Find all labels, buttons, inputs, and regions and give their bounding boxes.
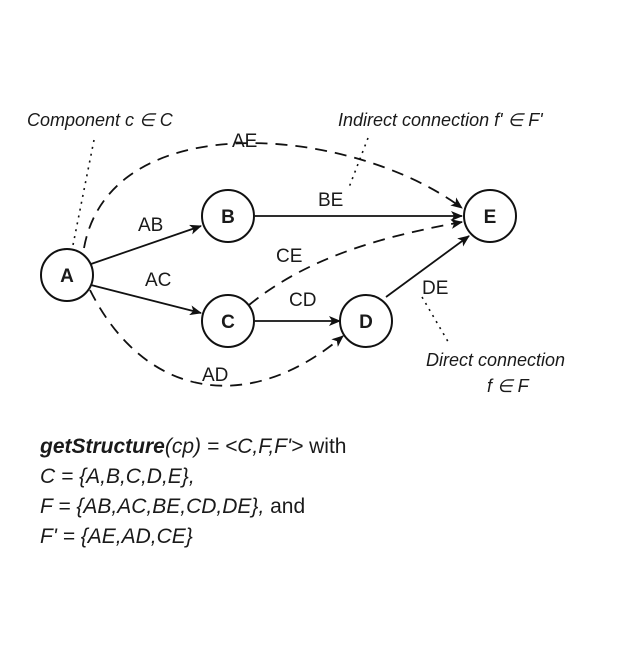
with-word: with (303, 435, 347, 458)
indirect-leader-line (347, 137, 369, 191)
node-a: A (40, 248, 94, 302)
function-name: getStructure (40, 435, 165, 458)
node-b-label: B (221, 207, 235, 228)
edge-ae-label: AE (232, 131, 257, 152)
component-leader-line (72, 139, 95, 246)
component-callout: Component c ∈ C (27, 110, 174, 130)
direct-leader-line (421, 296, 451, 346)
edge-cd-label: CD (289, 290, 316, 311)
indirect-set: F' = {AE,AD,CE} (40, 525, 193, 548)
node-e: E (463, 189, 517, 243)
formula-line-3: F = {AB,AC,BE,CD,DE}, and (40, 492, 600, 522)
direct-set: F = {AB,AC,BE,CD,DE}, (40, 495, 265, 518)
edge-ac-label: AC (145, 270, 171, 291)
edge-de (385, 235, 470, 298)
node-d: D (339, 294, 393, 348)
edge-ac (90, 284, 202, 316)
and-word: and (264, 495, 306, 518)
edge-de-label: DE (422, 278, 448, 299)
node-e-label: E (484, 207, 497, 228)
edge-ab-label: AB (138, 215, 163, 236)
edge-ae (83, 142, 463, 249)
indirect-connection-callout: Indirect connection f' ∈ F' (338, 110, 543, 130)
edge-ce-label: CE (276, 246, 302, 267)
edge-ad-label: AD (202, 365, 228, 386)
edge-ce (248, 219, 463, 306)
edge-ab (90, 224, 202, 265)
direct-connection-callout-set: f ∈ F (487, 376, 530, 396)
node-c: C (201, 294, 255, 348)
node-d-label: D (359, 312, 373, 333)
components-set: C = {A,B,C,D,E}, (40, 465, 195, 488)
edge-ad (89, 289, 344, 387)
node-a-label: A (60, 266, 74, 287)
node-c-label: C (221, 312, 235, 333)
node-b: B (201, 189, 255, 243)
function-args: (cp) = <C,F,F'> (164, 435, 304, 458)
edge-be-label: BE (318, 190, 343, 211)
structure-formula: getStructure(cp) = <C,F,F'> with C = {A,… (40, 432, 600, 552)
direct-connection-callout: Direct connection (426, 350, 565, 370)
formula-line-1: getStructure(cp) = <C,F,F'> with (40, 432, 600, 462)
